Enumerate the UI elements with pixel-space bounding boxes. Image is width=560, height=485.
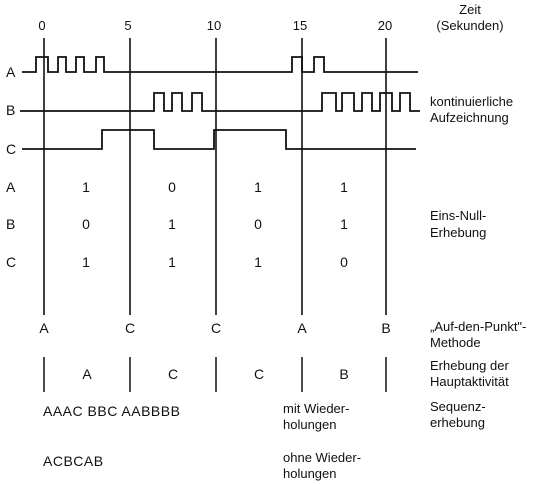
- point-sample-10: C: [211, 320, 221, 336]
- label-with-repeats-line2: holungen: [283, 417, 337, 432]
- tick-label-20: 20: [378, 18, 392, 33]
- sequence-with-repeats: AAAC BBC AABBBB: [43, 403, 180, 419]
- axis-title-line1: Zeit: [459, 2, 481, 17]
- zero-one-a-2: 0: [168, 179, 176, 195]
- time-gridlines: [43, 38, 387, 315]
- label-sequence-line2: erhebung: [430, 415, 485, 430]
- label-without-repeats-line1: ohne Wieder-: [283, 450, 361, 465]
- zero-one-b-4: 1: [340, 216, 348, 232]
- tick-label-15: 15: [293, 18, 307, 33]
- main-activity-4: B: [339, 366, 348, 382]
- zero-one-a-1: 1: [82, 179, 90, 195]
- point-sample-20: B: [381, 320, 390, 336]
- zero-one-b-2: 1: [168, 216, 176, 232]
- signal-trace-c: [22, 129, 416, 150]
- label-point-method-line2: Methode: [430, 335, 481, 350]
- row-label-b-trace: B: [6, 102, 15, 118]
- zero-one-c-3: 1: [254, 254, 262, 270]
- label-with-repeats-line1: mit Wieder-: [283, 401, 349, 416]
- main-activity-2: C: [168, 366, 178, 382]
- label-main-activity-line1: Erhebung der: [430, 358, 509, 373]
- zero-one-b-3: 0: [254, 216, 262, 232]
- zero-one-a-4: 1: [340, 179, 348, 195]
- row-label-a-trace: A: [6, 64, 16, 80]
- zero-one-b-1: 0: [82, 216, 90, 232]
- row-label-c-trace: C: [6, 141, 16, 157]
- label-without-repeats-line2: holungen: [283, 466, 337, 481]
- tick-label-5: 5: [124, 18, 131, 33]
- zero-one-c-2: 1: [168, 254, 176, 270]
- row-label-b-zero-one: B: [6, 216, 15, 232]
- label-continuous-line2: Aufzeichnung: [430, 110, 509, 125]
- signal-trace-b: [20, 92, 420, 112]
- main-activity-3: C: [254, 366, 264, 382]
- label-zero-one-line1: Eins-Null-: [430, 208, 486, 223]
- signal-trace-a: [22, 56, 418, 73]
- point-sample-15: A: [297, 320, 307, 336]
- zero-one-c-4: 0: [340, 254, 348, 270]
- label-main-activity-line2: Hauptaktivität: [430, 374, 509, 389]
- point-sample-0: A: [39, 320, 49, 336]
- tick-label-0: 0: [38, 18, 45, 33]
- zero-one-c-1: 1: [82, 254, 90, 270]
- label-sequence-line1: Sequenz-: [430, 399, 486, 414]
- row-label-a-zero-one: A: [6, 179, 16, 195]
- zero-one-a-3: 1: [254, 179, 262, 195]
- main-activity-dividers: [43, 357, 387, 392]
- main-activity-1: A: [82, 366, 92, 382]
- row-label-c-zero-one: C: [6, 254, 16, 270]
- label-point-method-line1: „Auf-den-Punkt"-: [430, 319, 526, 334]
- tick-label-10: 10: [207, 18, 221, 33]
- label-zero-one-line2: Erhebung: [430, 225, 486, 240]
- label-continuous-line1: kontinuierliche: [430, 94, 513, 109]
- point-sample-5: C: [125, 320, 135, 336]
- axis-title-line2: (Sekunden): [436, 18, 503, 33]
- sequence-without-repeats: ACBCAB: [43, 453, 104, 469]
